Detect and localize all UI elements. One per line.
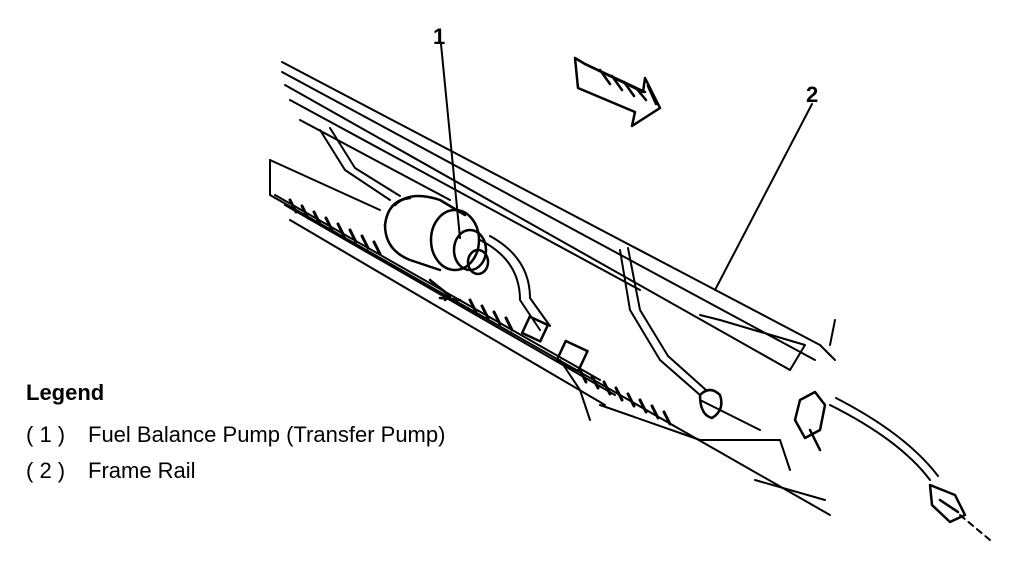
direction-arrow-icon: [573, 56, 662, 128]
fuel-balance-pump: [383, 194, 490, 302]
callout-2: 2: [806, 82, 819, 107]
rail-hatching: [288, 198, 672, 426]
connectors: [520, 315, 967, 524]
legend: Legend ( 1 ) Fuel Balance Pump (Transfer …: [26, 380, 445, 494]
legend-item: ( 1 ) Fuel Balance Pump (Transfer Pump): [26, 422, 445, 448]
legend-title: Legend: [26, 380, 105, 405]
legend-item-text: Fuel Balance Pump (Transfer Pump): [88, 422, 446, 447]
legend-item-number: ( 2 ): [26, 458, 66, 483]
callout-1: 1: [433, 24, 446, 49]
legend-item-number: ( 1 ): [26, 422, 66, 447]
leader-lines: [440, 43, 813, 291]
legend-item-text: Frame Rail: [88, 458, 196, 483]
fuel-lines: [319, 127, 991, 541]
legend-item: ( 2 ) Frame Rail: [26, 458, 445, 484]
